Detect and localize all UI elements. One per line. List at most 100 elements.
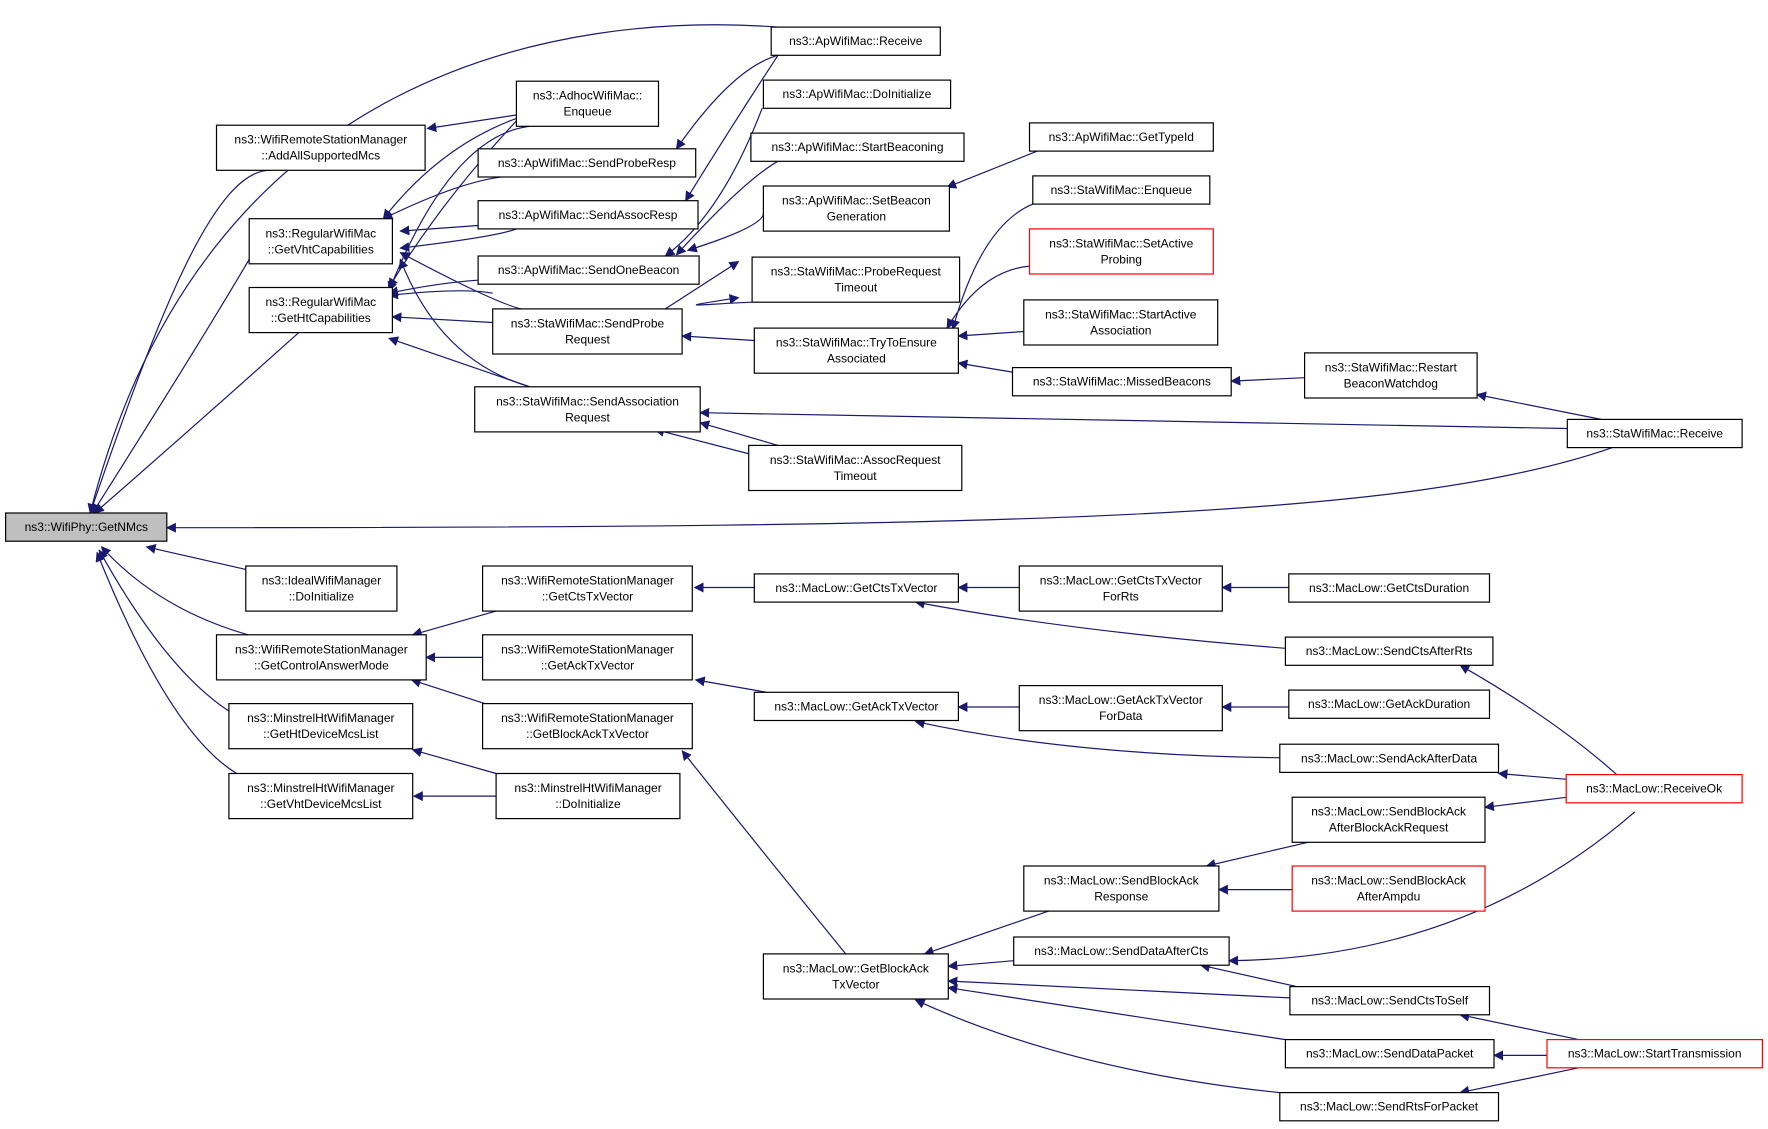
function-node[interactable]: ns3::WifiRemoteStationManager::AddAllSup… [215,124,426,171]
function-node[interactable]: ns3::ApWifiMac::GetTypeId [1028,122,1214,152]
node-label: ns3::MacLow::SendDataPacket [1306,1047,1474,1061]
call-edge [699,420,779,446]
node-label: ns3::StaWifiMac::AssocRequest [770,453,941,467]
function-node[interactable]: ns3::StaWifiMac::Receive [1566,418,1743,449]
node-label: ns3::StaWifiMac::SendProbe [511,317,665,331]
call-edge [411,610,497,638]
function-node[interactable]: ns3::StaWifiMac::Enqueue [1032,175,1211,205]
node-box [1018,565,1223,612]
node-label: ns3::ApWifiMac::SendOneBeacon [498,263,679,277]
node-box [492,308,683,355]
function-node[interactable]: ns3::StaWifiMac::MissedBeacons [1011,367,1232,397]
function-node[interactable]: ns3::MacLow::GetAckTxVector [753,691,959,722]
function-node[interactable]: ns3::RegularWifiMac::GetHtCapabilities [248,286,393,334]
function-node[interactable]: ns3::MinstrelHtWifiManager::GetVhtDevice… [228,772,414,820]
function-node[interactable]: ns3::MacLow::SendDataPacket [1284,1038,1495,1069]
node-label: ::AddAllSupportedMcs [261,149,380,163]
function-node[interactable]: ns3::MinstrelHtWifiManager::GetHtDeviceM… [228,702,414,750]
node-label: Timeout [834,281,878,295]
node-label: ::DoInitialize [289,590,355,604]
function-node[interactable]: ns3::MacLow::GetCtsTxVector [753,573,959,603]
node-label: ns3::RegularWifiMac [265,226,376,240]
node-box [1023,865,1220,912]
call-edge [694,676,767,693]
nodes: ns3::WifiPhy::GetNMcsns3::WifiRemoteStat… [4,26,1763,1122]
function-node[interactable]: ns3::MinstrelHtWifiManager::DoInitialize [495,772,681,820]
node-label: ns3::MacLow::GetCtsTxVector [775,581,937,595]
function-node[interactable]: ns3::AdhocWifiMac::Enqueue [515,80,660,127]
function-node[interactable]: ns3::ApWifiMac::Receive [770,26,941,56]
call-edge [1459,1011,1579,1041]
node-box [1566,418,1743,449]
node-label: ns3::RegularWifiMac [265,295,376,309]
function-node[interactable]: ns3::MacLow::SendCtsAfterRts [1284,636,1494,666]
function-node[interactable]: ns3::ApWifiMac::SendProbeResp [477,148,697,178]
node-box [248,218,393,265]
node-label: ns3::MinstrelHtWifiManager [247,781,394,795]
function-node[interactable]: ns3::WifiRemoteStationManager::GetAckTxV… [482,634,693,681]
function-node[interactable]: ns3::ApWifiMac::SendAssocResp [477,200,699,230]
node-box [1018,684,1223,732]
node-box [215,634,427,681]
function-node[interactable]: ns3::MacLow::GetBlockAckTxVector [762,953,949,1000]
function-node[interactable]: ns3::MacLow::SendBlockAckAfterBlockAckRe… [1291,796,1486,843]
function-node[interactable]: ns3::ApWifiMac::SendOneBeacon [477,255,700,285]
node-label: Response [1094,890,1148,904]
node-label: Request [565,410,610,424]
call-edge [391,312,493,324]
node-label: ns3::MacLow::SendCtsAfterRts [1306,644,1473,658]
function-node[interactable]: ns3::MacLow::SendRtsForPacket [1279,1091,1500,1122]
node-box [748,444,963,492]
function-node[interactable]: ns3::ApWifiMac::StartBeaconing [750,132,965,162]
node-label: Timeout [834,469,878,483]
call-edge [923,910,1049,956]
node-label: ns3::ApWifiMac::StartBeaconing [771,140,943,154]
function-node[interactable]: ns3::MacLow::ReceiveOk [1565,773,1743,804]
function-node[interactable]: ns3::MacLow::SendCtsToSelf [1289,985,1491,1016]
function-node[interactable]: ns3::MacLow::StartTransmission [1546,1038,1763,1069]
function-node[interactable]: ns3::MacLow::SendDataAfterCts [1013,936,1230,966]
function-node[interactable]: ns3::WifiRemoteStationManager::GetContro… [215,634,427,681]
function-node[interactable]: ns3::ApWifiMac::DoInitialize [762,79,952,109]
function-node[interactable]: ns3::WifiRemoteStationManager::GetCtsTxV… [482,565,693,612]
node-box [248,286,393,334]
node-label: ns3::MacLow::GetCtsDuration [1309,581,1469,595]
node-label: ns3::MacLow::ReceiveOk [1586,782,1723,796]
function-node[interactable]: ns3::RegularWifiMac::GetVhtCapabilities [248,218,393,265]
node-label: ns3::MacLow::SendAckAfterData [1301,751,1477,765]
call-edge [681,750,847,955]
function-node[interactable]: ns3::MacLow::SendAckAfterData [1279,743,1500,774]
function-node[interactable]: ns3::MacLow::GetAckDuration [1288,689,1491,719]
call-edge [411,747,497,775]
function-node[interactable]: ns3::MacLow::GetCtsDuration [1288,573,1491,603]
node-label: ns3::StaWifiMac::ProbeRequest [771,265,942,279]
node-label: ns3::StaWifiMac::SetActive [1049,236,1193,250]
node-label: Generation [827,210,886,224]
call-edge [410,677,485,705]
node-box [482,702,693,750]
function-node[interactable]: ns3::WifiRemoteStationManager::GetBlockA… [482,702,693,750]
node-box [1013,936,1230,966]
call-edge [914,999,1280,1094]
node-label: ns3::ApWifiMac::GetTypeId [1049,130,1194,144]
call-edge [946,150,1038,189]
node-label: Enqueue [563,105,611,119]
function-node[interactable]: ns3::IdealWifiManager::DoInitialize [245,565,398,612]
node-box [495,772,681,820]
node-label: TxVector [832,978,879,992]
call-edge [426,114,517,133]
node-label: ::GetControlAnswerMode [254,658,389,672]
